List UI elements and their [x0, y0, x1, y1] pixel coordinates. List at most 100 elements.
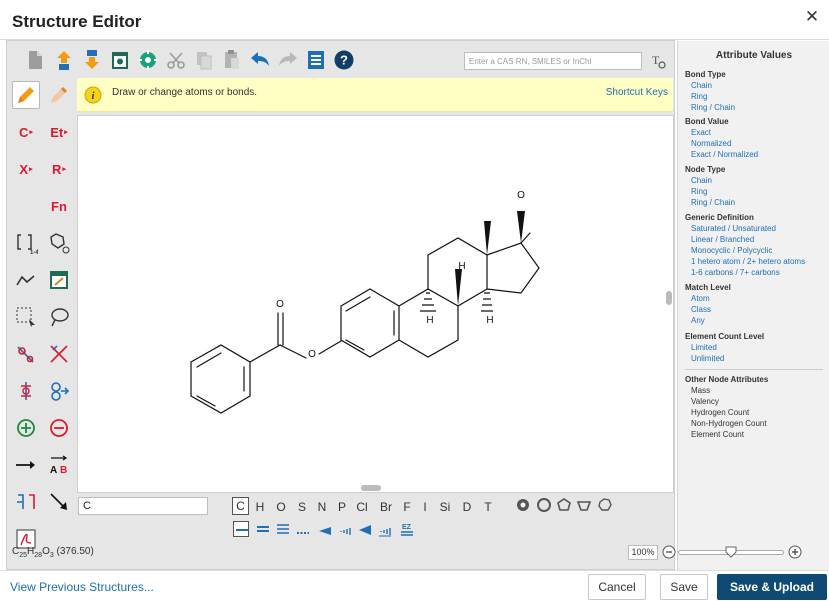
- bond-value-exact-link[interactable]: Exact: [691, 128, 712, 137]
- atom-label-o-carbonyl[interactable]: O: [276, 299, 284, 310]
- atom-label-o-ester[interactable]: O: [308, 349, 316, 360]
- element-n[interactable]: N: [317, 500, 327, 514]
- carbon-chain-tool[interactable]: C▸: [19, 124, 33, 140]
- bold-wedge-icon[interactable]: [357, 521, 373, 537]
- bond-value-exact-normalized-link[interactable]: Exact / Normalized: [691, 150, 759, 159]
- atom-label-h-14[interactable]: H: [486, 315, 493, 326]
- templates-icon[interactable]: [305, 49, 327, 71]
- bond-break-icon[interactable]: [45, 340, 73, 368]
- identifier-search-input[interactable]: [464, 52, 642, 70]
- element-d[interactable]: D: [462, 500, 472, 514]
- match-class-link[interactable]: Class: [691, 305, 712, 314]
- ethyl-tool[interactable]: Et▸: [50, 124, 68, 140]
- dashed-bond-icon[interactable]: [295, 521, 311, 537]
- ring-fusion-icon[interactable]: [12, 377, 40, 405]
- shortcut-keys-link[interactable]: Shortcut Keys: [605, 87, 668, 98]
- import-icon[interactable]: [53, 49, 75, 71]
- element-h[interactable]: H: [255, 500, 265, 514]
- molecule-drawing[interactable]: O O O H H H: [78, 116, 675, 494]
- halogen-tool[interactable]: X▸: [19, 161, 33, 177]
- pencil-icon[interactable]: [12, 81, 40, 109]
- element-si[interactable]: Si: [439, 500, 451, 514]
- atom-symbol-input[interactable]: [78, 497, 208, 515]
- center-icon[interactable]: [137, 49, 159, 71]
- lasso-icon[interactable]: [45, 303, 73, 331]
- zoom-slider-thumb[interactable]: [725, 545, 737, 558]
- save-button[interactable]: Save: [660, 574, 708, 600]
- plus-charge-icon[interactable]: [12, 414, 40, 442]
- zoom-level[interactable]: 100%: [628, 545, 658, 560]
- ring-7-icon[interactable]: [597, 497, 613, 513]
- bond-type-ring-chain-link[interactable]: Ring / Chain: [691, 103, 736, 112]
- paste-icon[interactable]: [221, 49, 243, 71]
- pointer-icon[interactable]: [45, 488, 73, 516]
- ring-link-icon[interactable]: [45, 377, 73, 405]
- drawing-canvas[interactable]: O O O H H H: [77, 115, 674, 493]
- element-br[interactable]: Br: [380, 500, 392, 514]
- atom-label-h-9[interactable]: H: [458, 261, 465, 272]
- wedge-up-icon[interactable]: [317, 521, 333, 537]
- horizontal-scrollbar[interactable]: [361, 485, 381, 491]
- ring-6-icon[interactable]: [576, 497, 592, 513]
- atom-label-h-8[interactable]: H: [426, 315, 433, 326]
- cut-icon[interactable]: [165, 49, 187, 71]
- clean-structure-icon[interactable]: [45, 266, 73, 294]
- element-c[interactable]: C: [232, 497, 249, 515]
- bond-type-chain-link[interactable]: Chain: [691, 81, 712, 90]
- export-icon[interactable]: [81, 49, 103, 71]
- undo-icon[interactable]: [249, 49, 271, 71]
- functional-group-tool[interactable]: Fn: [45, 192, 73, 220]
- atom-label-o-hydroxyl[interactable]: O: [517, 190, 525, 201]
- redo-icon[interactable]: [277, 49, 299, 71]
- match-atom-link[interactable]: Atom: [691, 294, 710, 303]
- arrow-icon[interactable]: [12, 451, 40, 479]
- node-type-ring-link[interactable]: Ring: [691, 187, 708, 196]
- eraser-icon[interactable]: [45, 81, 73, 109]
- element-cl[interactable]: Cl: [356, 500, 368, 514]
- copy-icon[interactable]: [193, 49, 215, 71]
- double-bond-icon[interactable]: [255, 521, 271, 537]
- element-p[interactable]: P: [337, 500, 346, 514]
- match-any-link[interactable]: Any: [691, 316, 705, 325]
- variable-attach-icon[interactable]: [12, 340, 40, 368]
- view-previous-structures-link[interactable]: View Previous Structures...: [10, 580, 154, 594]
- text-search-icon[interactable]: T: [648, 51, 668, 71]
- ring-icon[interactable]: [45, 229, 73, 257]
- bond-value-normalized-link[interactable]: Normalized: [691, 139, 732, 148]
- element-i[interactable]: I: [423, 500, 427, 514]
- select-rect-icon[interactable]: [12, 303, 40, 331]
- hetero-atom-link[interactable]: 1 hetero atom / 2+ hetero atoms: [691, 257, 806, 266]
- linear-branched-link[interactable]: Linear / Branched: [691, 235, 755, 244]
- ring-4-icon[interactable]: [536, 497, 552, 513]
- element-o[interactable]: O: [276, 500, 286, 514]
- minus-charge-icon[interactable]: [45, 414, 73, 442]
- new-icon[interactable]: [24, 49, 46, 71]
- ring-3-icon[interactable]: [515, 497, 531, 513]
- chain-icon[interactable]: [12, 266, 40, 294]
- wavy-wedge-icon[interactable]: [377, 521, 393, 537]
- element-f[interactable]: F: [403, 500, 411, 514]
- limited-link[interactable]: Limited: [691, 343, 717, 352]
- vertical-scrollbar[interactable]: [666, 291, 672, 305]
- save-upload-button[interactable]: Save & Upload: [717, 574, 827, 600]
- single-bond-icon[interactable]: [233, 521, 249, 537]
- help-icon[interactable]: ?: [333, 49, 355, 71]
- clean-icon[interactable]: [109, 49, 131, 71]
- zoom-out-icon[interactable]: [662, 545, 676, 559]
- carbons-link[interactable]: 1-6 carbons / 7+ carbons: [691, 268, 780, 277]
- node-type-chain-link[interactable]: Chain: [691, 176, 712, 185]
- zoom-in-icon[interactable]: [788, 545, 802, 559]
- saturated-link[interactable]: Saturated / Unsaturated: [691, 224, 776, 233]
- monocyclic-link[interactable]: Monocyclic / Polycyclic: [691, 246, 773, 255]
- element-s[interactable]: S: [297, 500, 306, 514]
- unlimited-link[interactable]: Unlimited: [691, 354, 725, 363]
- cancel-button[interactable]: Cancel: [588, 574, 646, 600]
- node-type-ring-chain-link[interactable]: Ring / Chain: [691, 198, 736, 207]
- mapping-icon[interactable]: [12, 488, 40, 516]
- pdf-icon[interactable]: [12, 525, 40, 553]
- close-icon[interactable]: ✕: [804, 7, 820, 26]
- ez-bond-icon[interactable]: EZ: [399, 521, 415, 537]
- bracket-icon[interactable]: 1-4: [12, 229, 40, 257]
- hash-wedge-icon[interactable]: [337, 521, 353, 537]
